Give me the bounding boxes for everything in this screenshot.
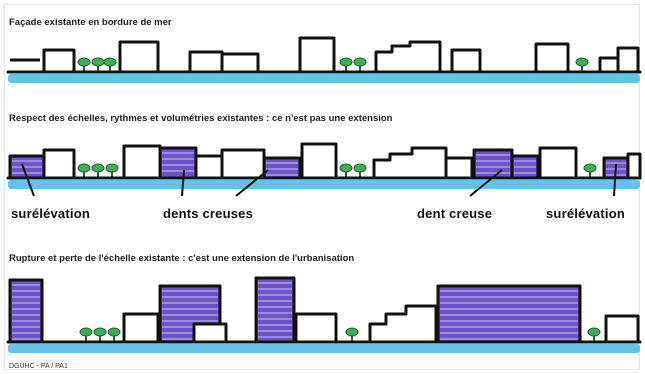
- new-building: [472, 148, 514, 180]
- tree-crown: [79, 327, 93, 337]
- tree-crown: [339, 163, 353, 173]
- tree-crown: [103, 57, 117, 67]
- tree-crown: [77, 57, 91, 67]
- tree-crown: [353, 57, 367, 67]
- water-strip: [8, 74, 640, 83]
- tree-crown: [345, 327, 359, 337]
- existing-building: [188, 50, 224, 74]
- panel-3-title: Rupture et perte de l'échelle existante …: [9, 253, 355, 264]
- label-arrow: [613, 163, 617, 197]
- new-building: [8, 278, 44, 344]
- tree-crown: [91, 163, 105, 173]
- existing-building: [598, 56, 620, 74]
- existing-building: [42, 48, 76, 74]
- new-building: [436, 284, 582, 344]
- water-strip: [8, 180, 640, 189]
- label-arrow: [469, 169, 503, 197]
- existing-building: [450, 48, 482, 74]
- footer-credit: DGUHC - PA / PA1: [9, 363, 68, 370]
- tree-crown: [583, 163, 597, 173]
- existing-building: [444, 156, 474, 180]
- tree-crown: [91, 57, 105, 67]
- panel-1-sketch: [6, 36, 642, 83]
- label-arrow: [181, 169, 185, 197]
- existing-building: [122, 312, 160, 344]
- label-arrow: [235, 169, 269, 197]
- existing-building: [220, 52, 260, 74]
- existing-building: [604, 314, 640, 344]
- existing-building: [294, 312, 338, 344]
- label-dent-creuse: dent creuse: [417, 206, 493, 221]
- existing-building: [220, 148, 266, 180]
- label-dents-creuses: dents creuses: [163, 206, 254, 221]
- panel-2-title: Respect des échelles, rythmes et volumét…: [9, 113, 393, 124]
- existing-building: [192, 322, 228, 344]
- panel-1-title: Façade existante en bordure de mer: [9, 17, 172, 28]
- tree-crown: [105, 163, 119, 173]
- existing-building: [626, 152, 642, 180]
- label-arrow: [21, 163, 35, 197]
- existing-building: [616, 46, 640, 74]
- existing-building: [298, 36, 336, 74]
- tree-crown: [575, 57, 589, 67]
- existing-building: [538, 146, 578, 180]
- stepped-building: [374, 40, 442, 74]
- stepped-building: [372, 146, 448, 180]
- label-surelevation-right: surélévation: [546, 206, 625, 221]
- panel-2-sketch: [6, 142, 642, 197]
- existing-building: [534, 42, 570, 74]
- stepped-building: [368, 304, 438, 344]
- tree-crown: [107, 327, 121, 337]
- existing-building: [194, 154, 224, 180]
- existing-building: [300, 142, 338, 180]
- tree-crown: [353, 163, 367, 173]
- existing-building: [42, 148, 76, 180]
- panel-3-sketch: [6, 276, 642, 353]
- existing-building: [122, 144, 162, 180]
- tree-crown: [93, 327, 107, 337]
- tree-crown: [339, 57, 353, 67]
- water-strip: [8, 344, 640, 353]
- existing-building: [118, 40, 160, 74]
- label-surelevation-left: surélévation: [11, 206, 90, 221]
- tree-crown: [587, 327, 601, 337]
- new-building: [254, 276, 296, 344]
- tree-crown: [77, 163, 91, 173]
